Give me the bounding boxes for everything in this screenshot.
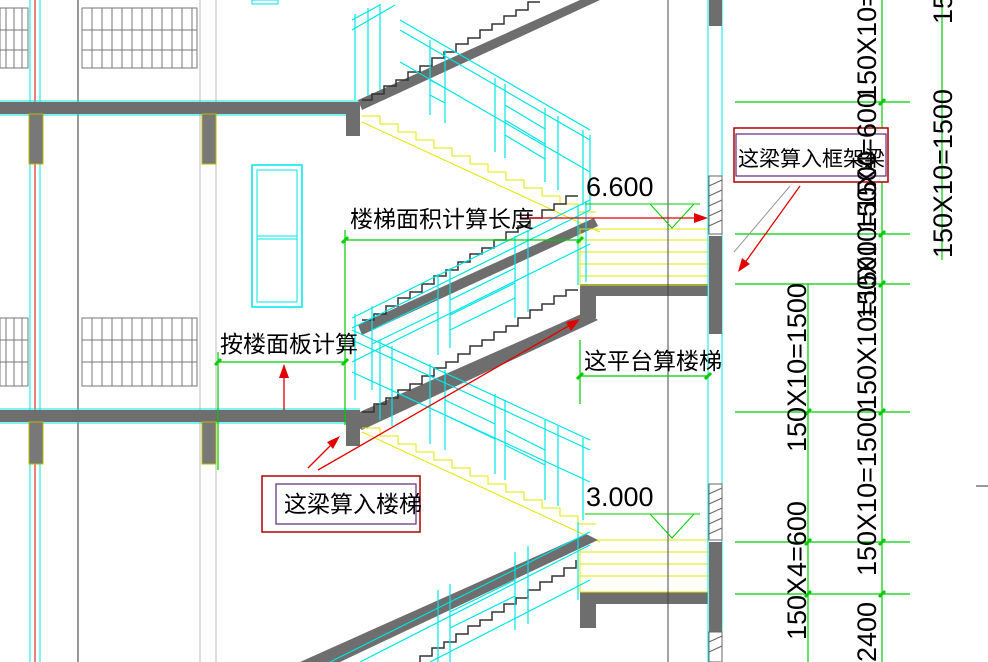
stair-railings: [329, 4, 591, 662]
window: [251, 0, 303, 308]
dim-col2-top: 150X10=1500: [852, 151, 882, 320]
dim-col1-b: 150X10=1500: [852, 407, 882, 576]
note-box-frame-beam: 这梁算入框架梁: [733, 127, 889, 183]
elevation-label-upper: 6.600: [586, 172, 654, 202]
landing-upper: [580, 284, 708, 296]
dim-col1-a: 150X10=1500: [852, 241, 882, 410]
annotation-stair-area-length: 楼梯面积计算长度: [350, 207, 534, 233]
floor-slab-upper: [0, 102, 360, 114]
dimension-texts: 150X10=1 150X4=600 150X10=1500 150X10=15…: [782, 0, 958, 662]
elevation-marker-upper: 6.600: [585, 172, 700, 229]
elevation-marker-lower: 3.000: [585, 482, 700, 539]
annotation-beam-counts-frame-beam: 这梁算入框架梁: [738, 147, 885, 171]
right-wall: [667, 0, 723, 662]
stair-flights: [300, 0, 709, 662]
dim-col1-d: 2400: [852, 602, 882, 662]
landing-lower: [580, 592, 708, 604]
dim-col2-a: 150X10=1500: [782, 283, 812, 452]
dim-col1-mid: 150X4=600: [852, 93, 882, 232]
floor-slab-lower: [0, 410, 360, 422]
dim-col3-a: 150X10=1500: [928, 89, 958, 258]
annotation-beam-counts-stair: 这梁算入楼梯: [284, 492, 422, 518]
annotation-by-floor-slab: 按楼面板计算: [220, 332, 358, 358]
elevation-label-lower: 3.000: [586, 482, 654, 512]
annotation-arrows: [279, 185, 801, 471]
dim-col3-top: 150: [928, 0, 958, 24]
annotation-platform-counts-stair: 这平台算楼梯: [584, 349, 722, 375]
dim-col2-b: 150X4=600: [782, 501, 812, 640]
dim-col1-top: 150X10=1: [852, 0, 882, 100]
frame-beam-upper: [709, 236, 722, 334]
frame-beam-lower: [709, 542, 722, 632]
note-box-beam-stair: 这梁算入楼梯: [261, 475, 422, 533]
building-structure: [0, 0, 360, 662]
